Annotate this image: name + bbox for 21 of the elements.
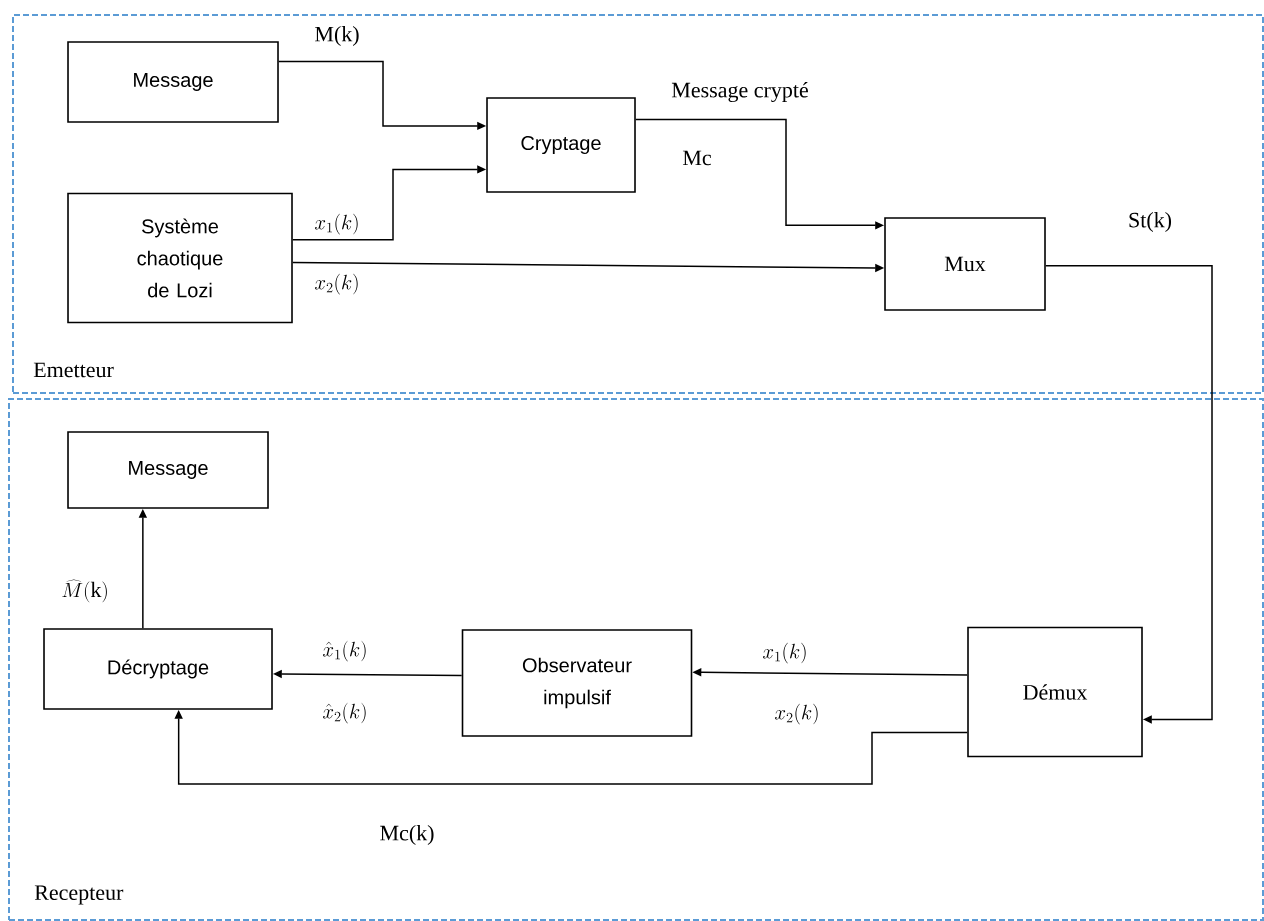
edge-label: Mc	[682, 150, 711, 166]
edge-label: Mc(k)	[380, 825, 434, 845]
arrow	[1045, 265, 1213, 724]
process-box: Système chaotique de Lozi	[67, 192, 293, 324]
process-box: Observateur impulsif	[461, 629, 693, 737]
edge-label: $\hat{x}_1(k)$	[323, 640, 366, 662]
process-box: Cryptage	[486, 97, 636, 193]
process-box: Mux	[884, 217, 1046, 311]
signal-label: $x_2(k)$	[775, 703, 818, 725]
edge-label: $x_1(k)$	[763, 642, 806, 664]
edge-label: St(k)	[1129, 212, 1172, 232]
edge-label: $x_1(k)$	[315, 213, 358, 235]
process-box: Démux	[967, 626, 1143, 758]
process-box: Message	[67, 431, 269, 509]
process-box: Décryptage	[43, 628, 273, 710]
edge-label: $x_2(k)$	[315, 273, 358, 295]
signal-label: Message crypté	[671, 81, 808, 103]
signal-label: $\hat{x}_2(k)$	[323, 702, 366, 724]
edge-label: M(k)	[315, 26, 359, 46]
process-box: Message	[67, 41, 279, 123]
edge-label: $\widehat{M}(\mathrm{k})$	[62, 579, 107, 603]
